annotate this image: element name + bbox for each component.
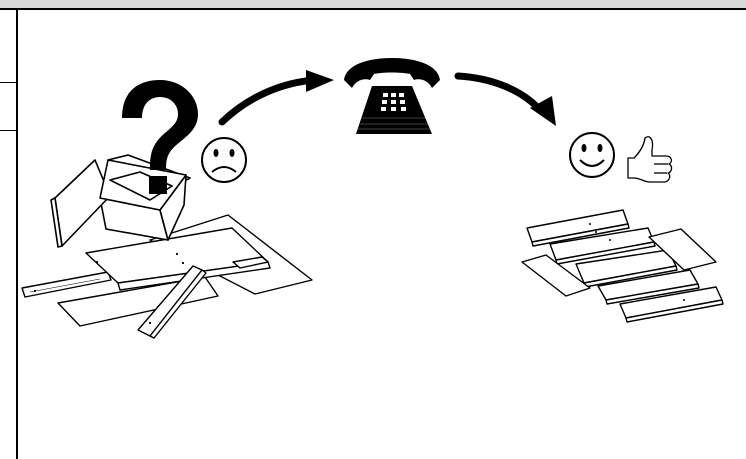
thumbs-up-icon (627, 136, 673, 183)
telephone-icon (344, 58, 440, 134)
left-margin-strip (0, 10, 18, 459)
arrow-to-phone-icon (218, 70, 334, 126)
happy-face-icon (569, 132, 615, 178)
assembled-panels-icon (521, 209, 724, 323)
question-mark-icon (122, 80, 198, 194)
open-box-icon (50, 154, 191, 248)
arrow-from-phone-icon (454, 72, 556, 126)
margin-tick (0, 82, 18, 83)
margin-tick (0, 130, 18, 131)
top-border (0, 0, 746, 10)
sad-face-icon (201, 137, 247, 183)
loose-panels-icon (21, 214, 313, 339)
